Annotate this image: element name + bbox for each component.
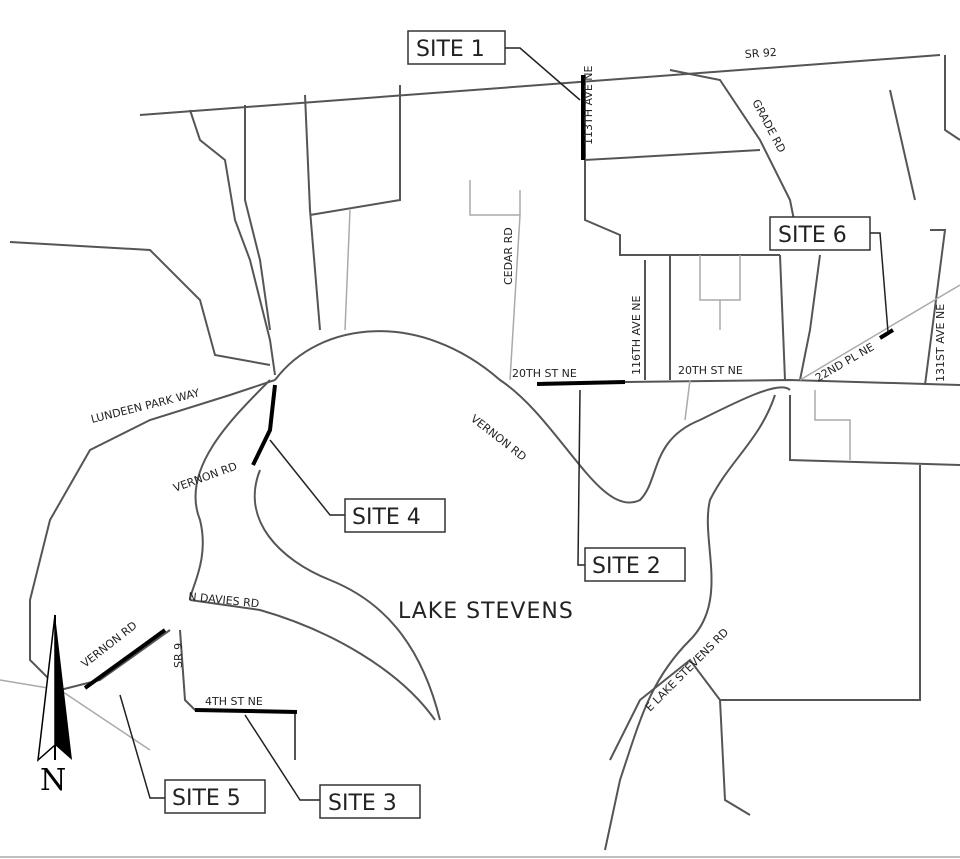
site-segments (83, 75, 895, 714)
site-label-1: SITE 1 (407, 30, 506, 65)
road-label: 113TH AVE NE (582, 65, 595, 145)
svg-text:SITE 1: SITE 1 (416, 37, 485, 62)
site-label-4: SITE 4 (344, 498, 446, 533)
road-label: VERNON RD (468, 412, 529, 463)
road-label: CEDAR RD (502, 227, 515, 285)
svg-text:SITE 5: SITE 5 (172, 786, 241, 811)
road-label: 131ST AVE NE (934, 304, 947, 382)
road-label: 20TH ST NE (678, 364, 743, 377)
svg-text:SITE 6: SITE 6 (778, 223, 847, 248)
site-label-2: SITE 2 (584, 547, 686, 582)
road-label: GRADE RD (749, 97, 788, 155)
svg-text:SITE 3: SITE 3 (328, 791, 397, 816)
road-label: 4TH ST NE (205, 695, 263, 708)
road-label: SR 92 (744, 46, 777, 61)
road-network (0, 54, 960, 858)
road-label: 20TH ST NE (512, 367, 577, 380)
site-label-5: SITE 5 (164, 779, 266, 814)
road-label: 116TH AVE NE (630, 295, 643, 375)
site-leaders (119, 47, 889, 801)
road-label: VERNON RD (79, 619, 140, 670)
road-label: LUNDEEN PARK WAY (90, 386, 202, 426)
road-label: SR 9 (172, 643, 185, 668)
road-label: N DAVIES RD (188, 590, 260, 610)
road-label: VERNON RD (172, 460, 239, 495)
north-arrow-icon: N (37, 614, 72, 798)
north-label: N (40, 763, 66, 798)
road-label: E LAKE STEVENS RD (643, 626, 731, 714)
svg-text:SITE 2: SITE 2 (592, 554, 661, 579)
lake-label: LAKE STEVENS (398, 599, 574, 624)
road-label: 22ND PL NE (813, 341, 876, 385)
site-label-3: SITE 3 (319, 784, 421, 819)
site-label-6: SITE 6 (769, 216, 871, 251)
svg-text:SITE 4: SITE 4 (352, 505, 421, 530)
